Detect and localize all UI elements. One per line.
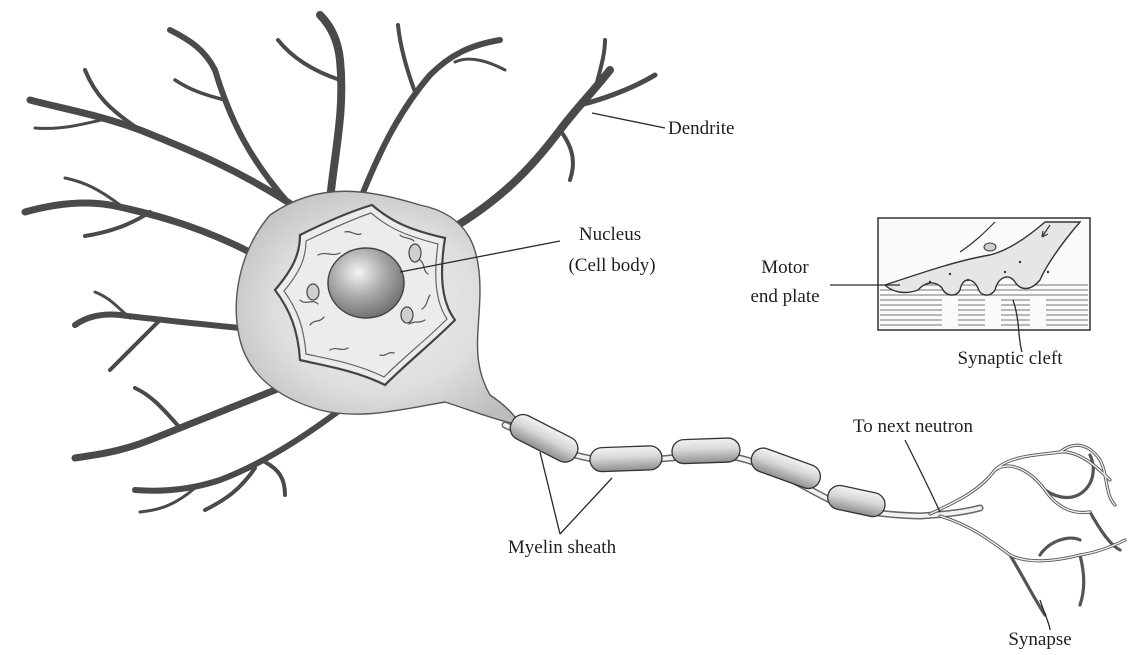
label-myelin-sheath: Myelin sheath [508, 537, 617, 558]
axon-terminals [930, 445, 1125, 615]
label-dendrite: Dendrite [668, 118, 734, 139]
label-motor: Motor [761, 257, 809, 278]
myelin-sheaths [506, 410, 887, 518]
label-synapse: Synapse [1008, 629, 1071, 650]
labels: Dendrite Nucleus (Cell body) Motor end p… [508, 118, 1072, 650]
leader-lines [400, 113, 1050, 630]
label-to-next-neutron: To next neutron [853, 416, 974, 437]
label-cell-body: (Cell body) [568, 255, 655, 276]
nucleus [328, 248, 404, 318]
axon [505, 425, 980, 516]
label-nucleus: Nucleus [579, 224, 641, 245]
label-synaptic-cleft: Synaptic cleft [958, 348, 1064, 369]
label-end-plate: end plate [750, 286, 819, 307]
motor-end-plate-inset [878, 218, 1090, 330]
